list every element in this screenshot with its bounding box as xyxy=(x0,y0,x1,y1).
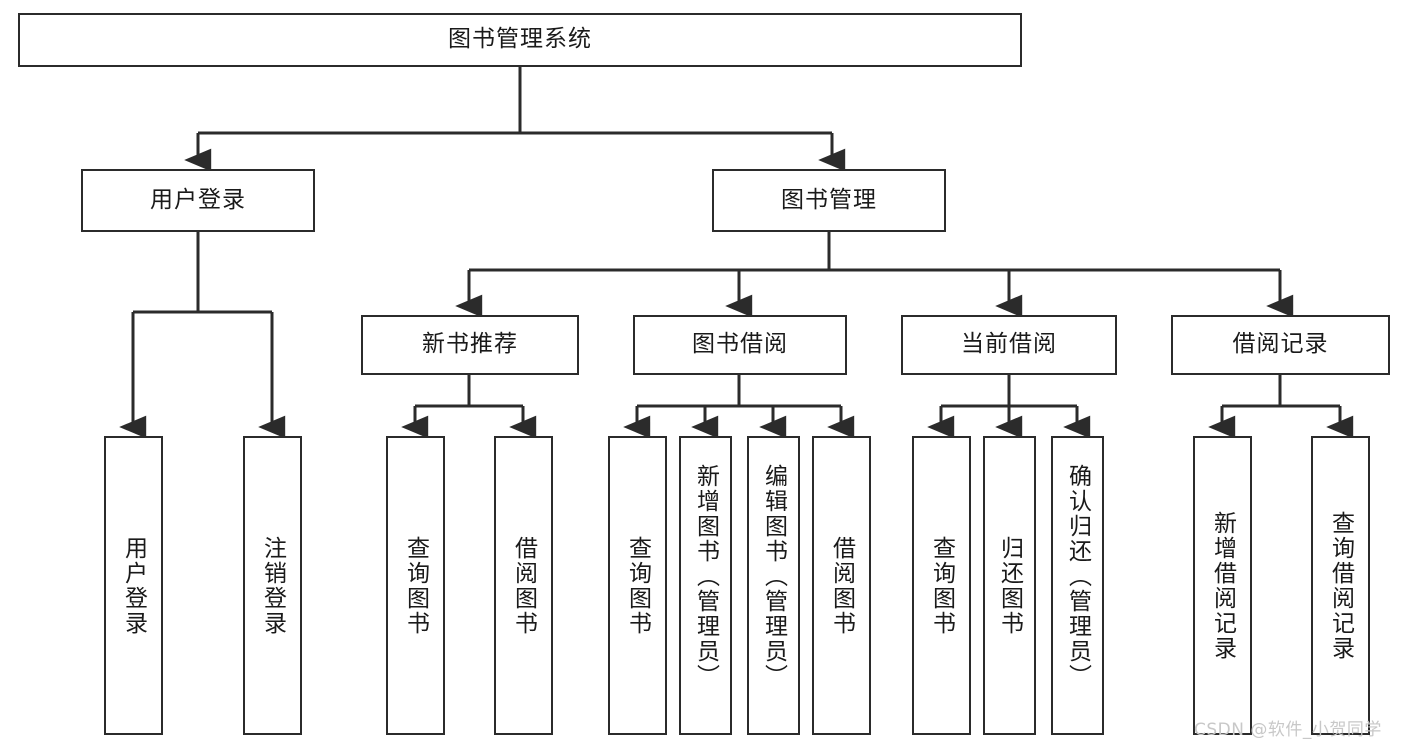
node-current-borrow[interactable]: 当前借阅 xyxy=(901,315,1117,375)
leaf-records-query-record[interactable]: 查询借阅记录 xyxy=(1311,436,1370,735)
node-label: 当前借阅 xyxy=(961,331,1057,358)
node-label: 借阅图书 xyxy=(828,535,855,636)
node-borrow-records[interactable]: 借阅记录 xyxy=(1171,315,1390,375)
node-label: 归还图书 xyxy=(996,535,1023,636)
leaf-borrow-query-book[interactable]: 查询图书 xyxy=(608,436,667,735)
node-label: 确认归还（管理员） xyxy=(1064,464,1091,689)
leaf-current-query-book[interactable]: 查询图书 xyxy=(912,436,971,735)
node-label: 注销登录 xyxy=(259,535,286,636)
node-label: 新增图书（管理员） xyxy=(692,464,719,689)
node-label: 查询图书 xyxy=(624,535,651,636)
leaf-records-add-record[interactable]: 新增借阅记录 xyxy=(1193,436,1252,735)
leaf-borrow-borrow-book[interactable]: 借阅图书 xyxy=(812,436,871,735)
leaf-user-login-logout[interactable]: 注销登录 xyxy=(243,436,302,735)
leaf-borrow-edit-book-admin[interactable]: 编辑图书（管理员） xyxy=(747,436,800,735)
node-label: 图书管理系统 xyxy=(448,26,592,53)
node-label: 借阅图书 xyxy=(510,535,537,636)
leaf-borrow-add-book-admin[interactable]: 新增图书（管理员） xyxy=(679,436,732,735)
node-label: 新书推荐 xyxy=(422,331,518,358)
node-user-login[interactable]: 用户登录 xyxy=(81,169,315,232)
node-label: 编辑图书（管理员） xyxy=(760,464,787,689)
node-book-management[interactable]: 图书管理 xyxy=(712,169,946,232)
leaf-current-confirm-return-admin[interactable]: 确认归还（管理员） xyxy=(1051,436,1104,735)
leaf-current-return-book[interactable]: 归还图书 xyxy=(983,436,1036,735)
csdn-watermark: CSDN @软件_小贺同学 xyxy=(1194,720,1382,740)
node-label: 查询图书 xyxy=(928,535,955,636)
node-root-system[interactable]: 图书管理系统 xyxy=(18,13,1022,67)
node-new-book-recommend[interactable]: 新书推荐 xyxy=(361,315,579,375)
node-book-borrow[interactable]: 图书借阅 xyxy=(633,315,847,375)
node-label: 图书管理 xyxy=(781,186,877,213)
node-label: 借阅记录 xyxy=(1232,331,1329,358)
node-label: 图书借阅 xyxy=(692,331,788,358)
node-label: 用户登录 xyxy=(120,535,147,636)
node-label: 查询借阅记录 xyxy=(1327,510,1354,661)
node-label: 查询图书 xyxy=(402,535,429,636)
leaf-user-login-login[interactable]: 用户登录 xyxy=(104,436,163,735)
node-label: 用户登录 xyxy=(150,186,246,213)
leaf-recommend-borrow-book[interactable]: 借阅图书 xyxy=(494,436,553,735)
leaf-recommend-query-book[interactable]: 查询图书 xyxy=(386,436,445,735)
node-label: 新增借阅记录 xyxy=(1209,510,1236,661)
